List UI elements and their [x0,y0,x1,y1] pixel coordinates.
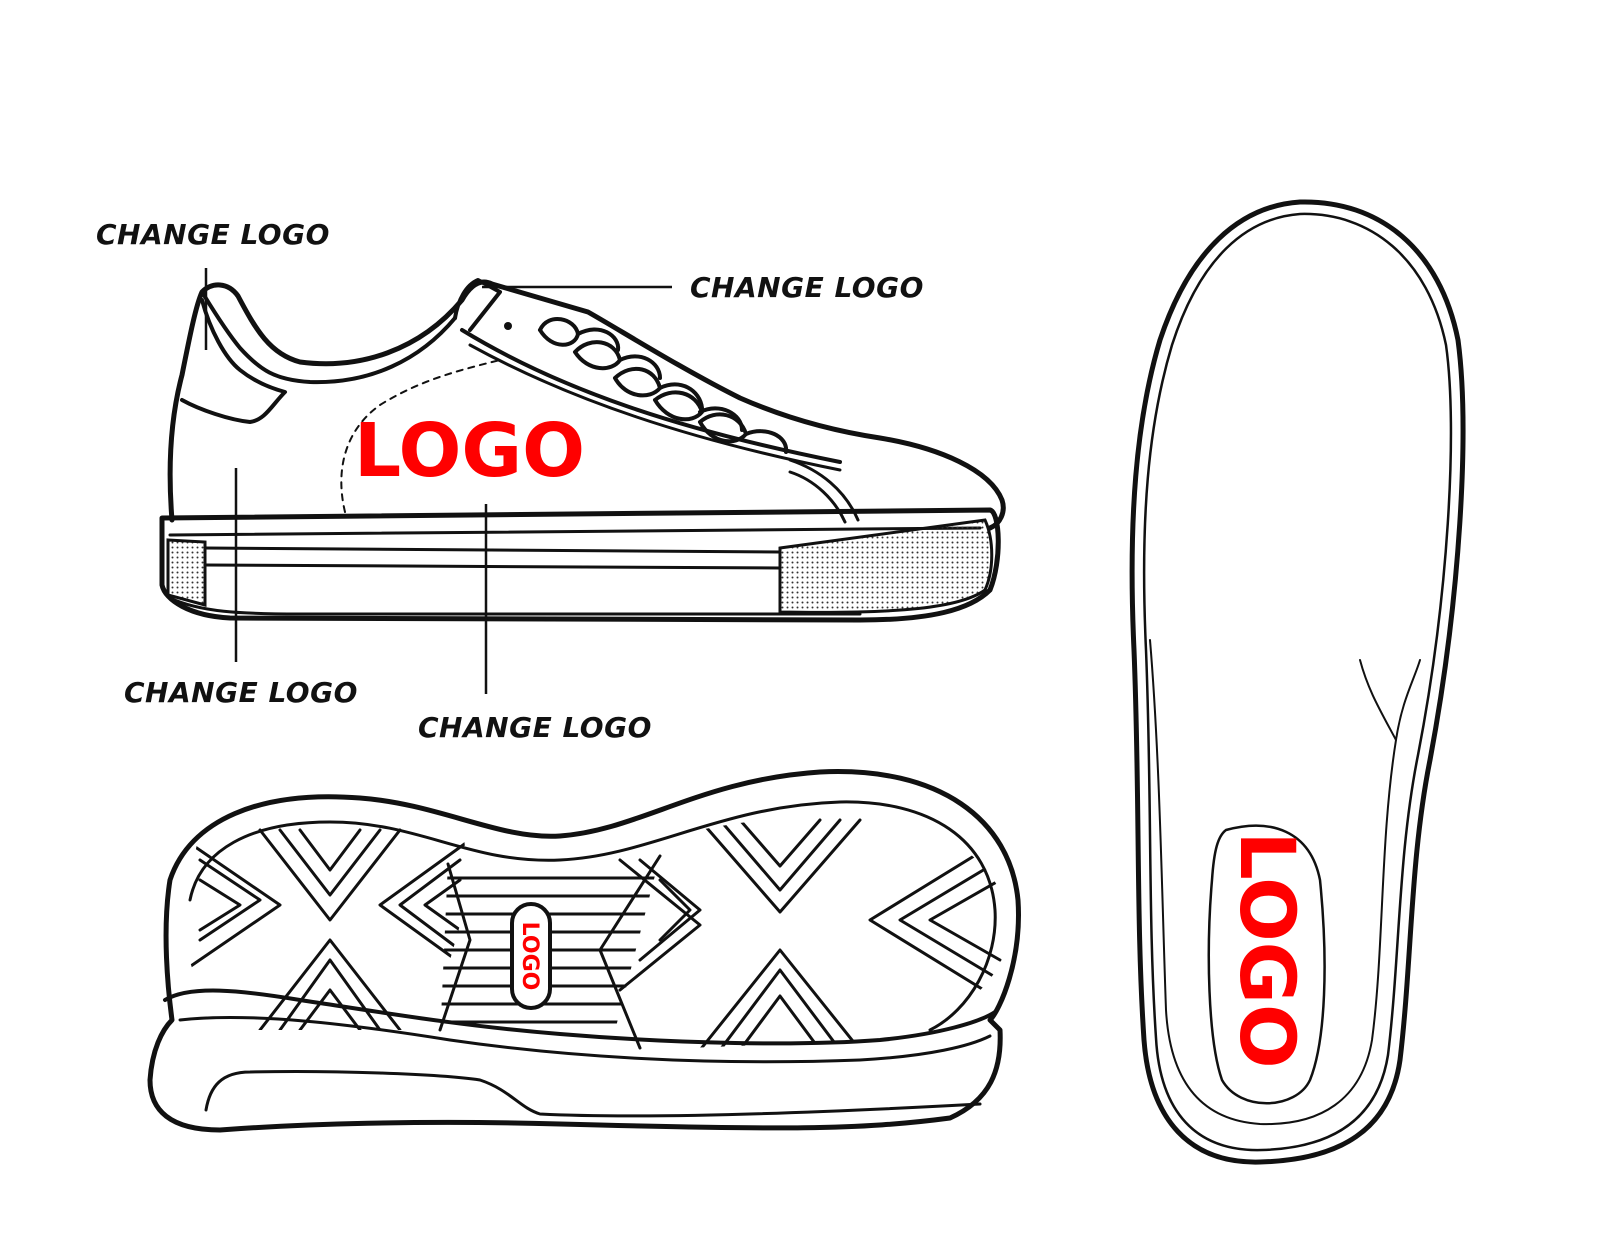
insole-heel-cup [1207,824,1326,1105]
outsole-sidewall-top [163,988,997,1046]
insole-arch-line-2 [1359,659,1397,741]
toe-cap-line-2 [788,470,847,524]
tongue [453,278,502,332]
eyestay-line [460,328,842,464]
laces [504,317,789,454]
heel-tab [180,298,287,424]
midsole-bottom-line [168,596,862,616]
insole-arch-line [1149,639,1421,1126]
collar-line [200,290,457,385]
midsole-stripe-2 [203,563,782,570]
forefoot-tread [618,818,1002,1050]
outsole-outline [147,769,1021,1133]
toe-texture [778,518,994,614]
outsole-logo-badge [510,902,552,1010]
outsole-bottom-view: LOGO [147,769,1021,1133]
callout-tongue: CHANGE LOGO [690,271,924,304]
quarter-stitch [340,359,501,513]
heel-texture [166,538,207,607]
outsole-inner-edge [188,800,997,1032]
midsole-stripe-1 [203,546,782,554]
outsole-sidewall-mid [178,1015,992,1064]
heel-tread [184,828,470,1030]
outsole-logo: LOGO [517,922,542,991]
outsole-sidewall-bottom [204,1069,982,1118]
insole-inner-line [1142,212,1453,1152]
side-logo: LOGO [354,408,585,494]
upper-outline [167,279,1006,531]
arch-tread [440,876,660,1024]
callout-heel-tab: CHANGE LOGO [96,218,330,251]
insole-outline [1129,199,1466,1165]
callout-leaders [204,268,672,694]
callout-side-panel: CHANGE LOGO [418,711,652,744]
sneaker-side-view: LOGO [159,278,1006,623]
insole-top-view: LOGO [1129,199,1466,1165]
arch-right-edge [598,854,662,1050]
arch-left-edge [438,862,472,1032]
insole-logo: LOGO [1223,831,1312,1068]
callout-sole-heel: CHANGE LOGO [124,676,358,709]
eyestay-line-2 [468,343,842,472]
midsole-top-line [168,526,982,537]
midsole [159,507,1001,623]
